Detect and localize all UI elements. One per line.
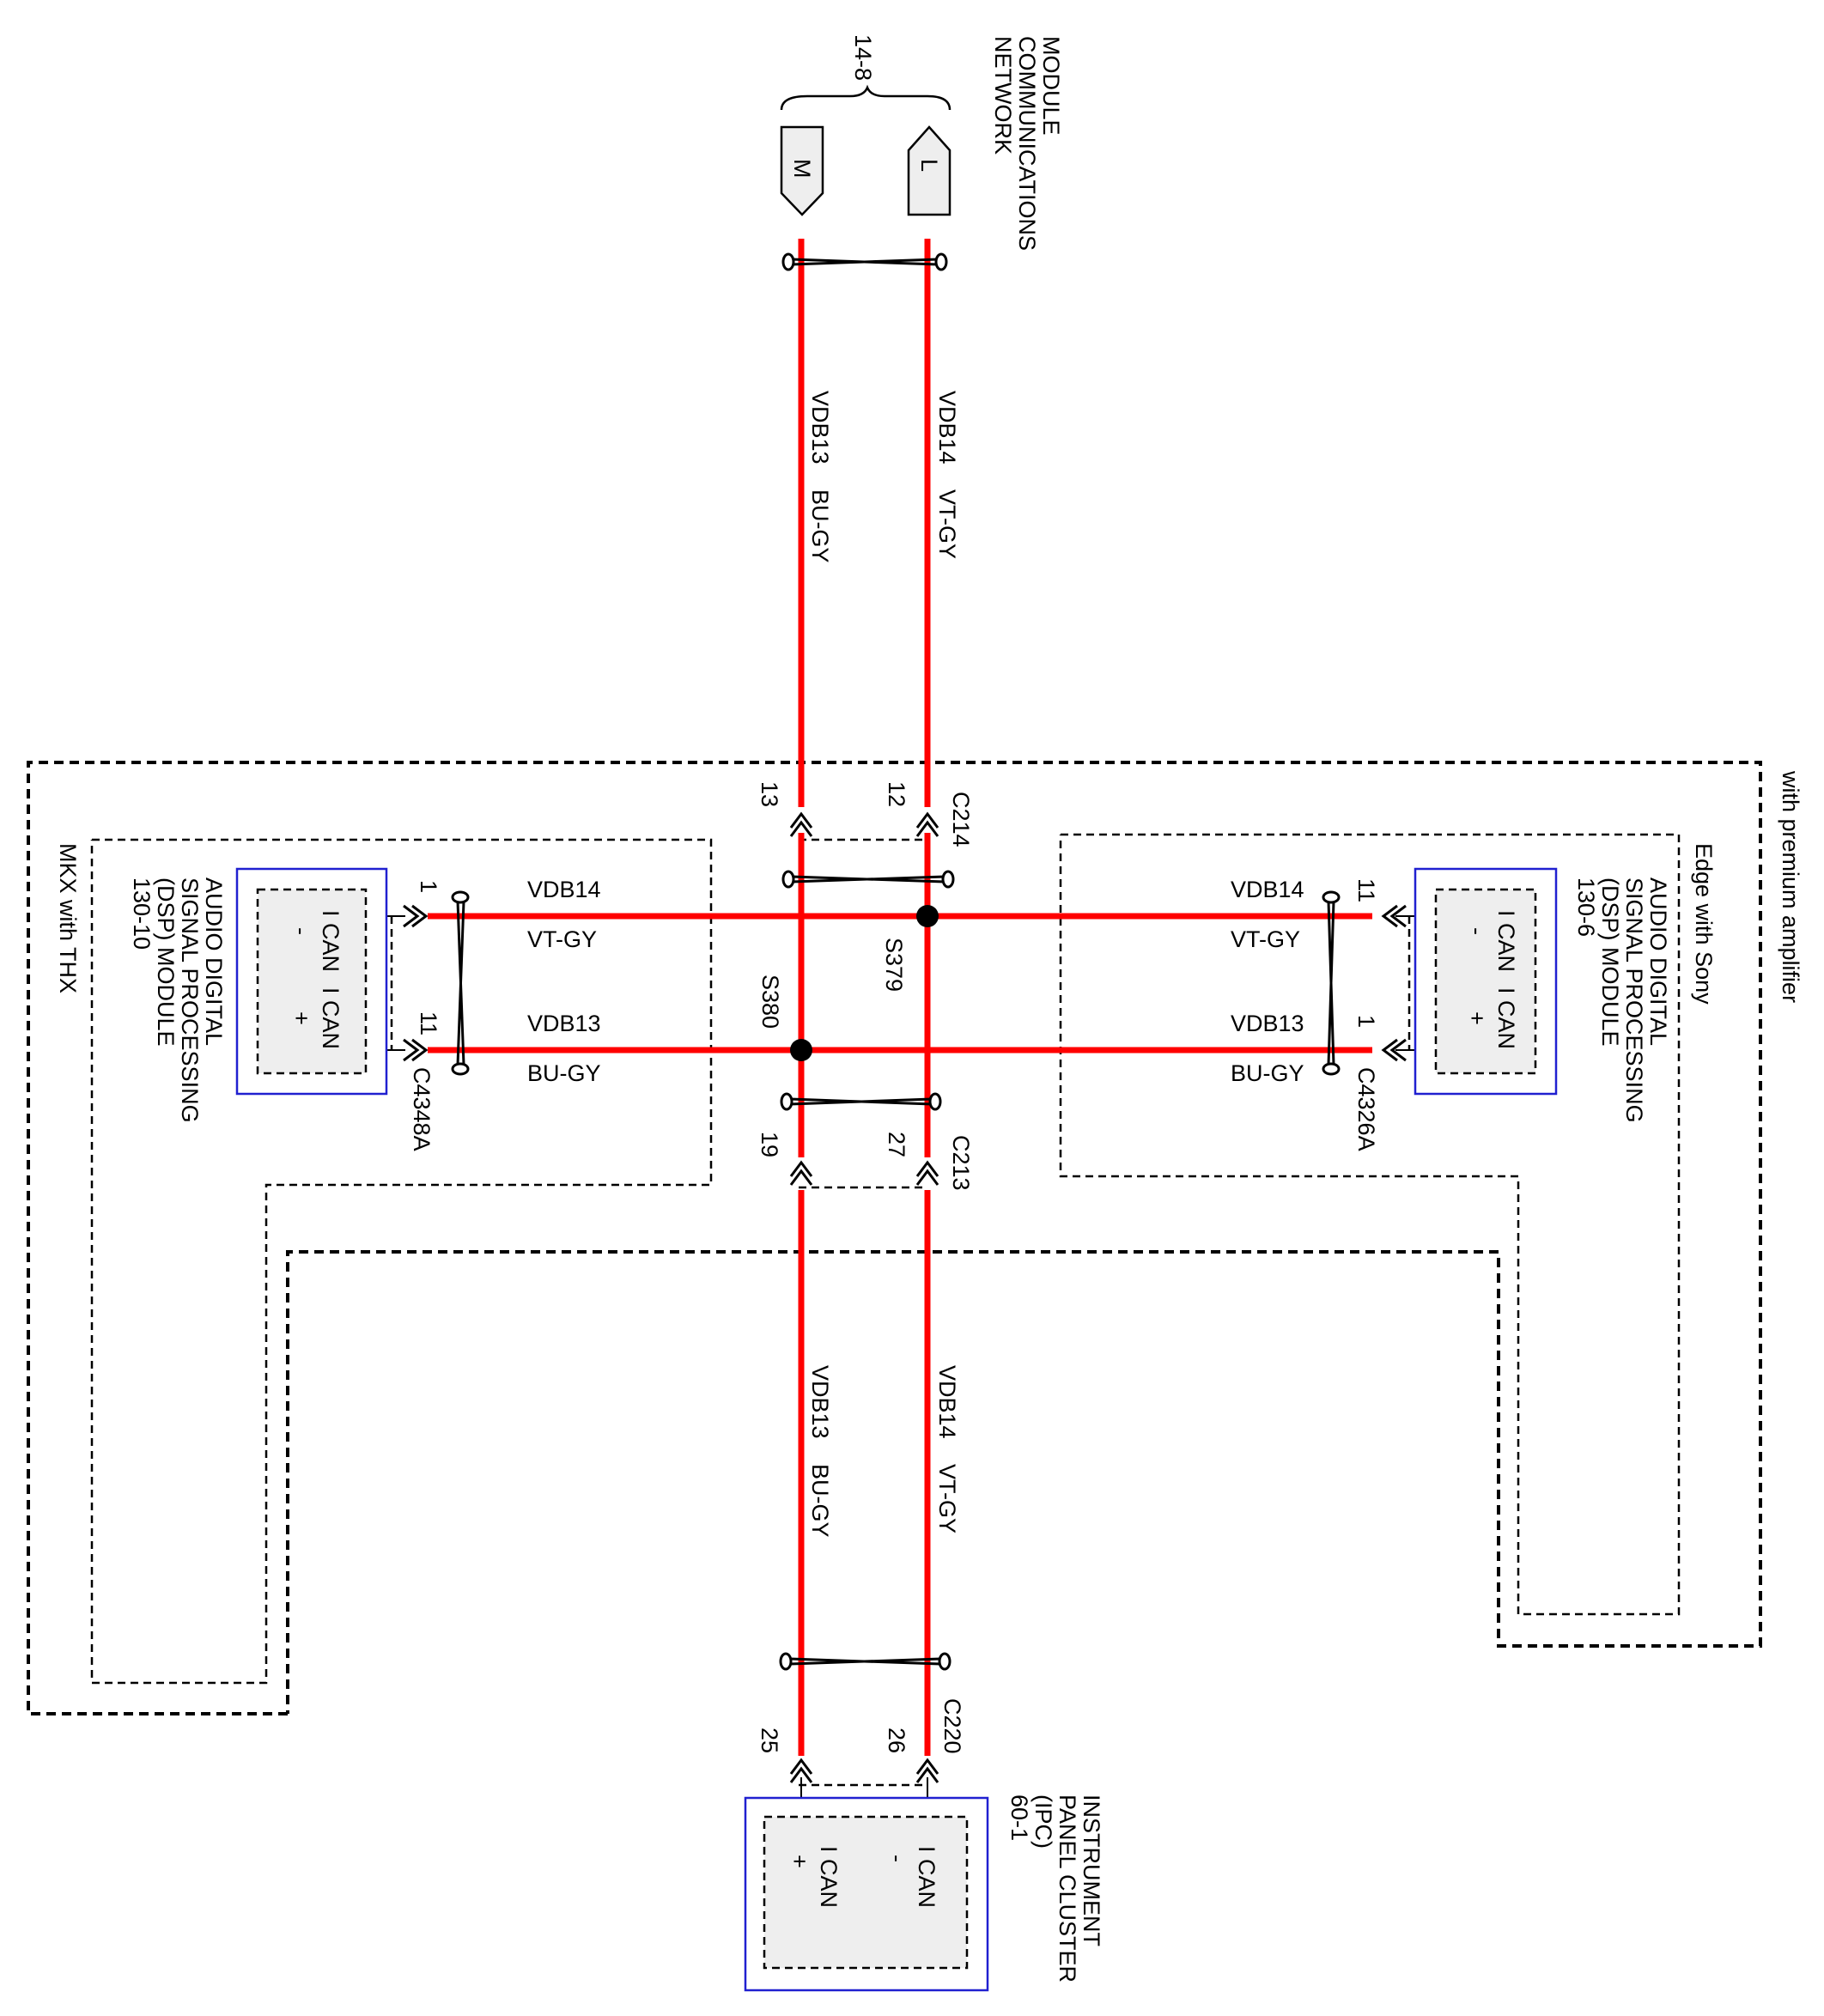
wire-vdb14-bottom-circuit: VDB14: [934, 1365, 960, 1439]
dsp-right-name-line1: AUDIO DIGITAL: [1645, 877, 1671, 1046]
splice-s379-label: S379: [881, 938, 907, 992]
wire-vdb13-top-circuit: VDB13: [807, 391, 833, 465]
ipc-inner: [763, 1815, 969, 1970]
dsp-right-pin-minus: I CAN: [1493, 910, 1519, 972]
network-title-line2: COMMUNICATIONS: [1014, 36, 1040, 251]
ipc-name-line2: PANEL CLUSTER: [1055, 1794, 1080, 1983]
c220-pin-26: 26: [884, 1728, 909, 1753]
twisted-pair-left: [451, 890, 470, 1076]
dsp-right-pin-plus-sign: +: [1464, 1011, 1490, 1025]
dsp-left-ref: 130-10: [129, 877, 155, 950]
splice-s380-dot: [790, 1039, 812, 1061]
wire-vdb13-bottom-circuit: VDB13: [807, 1365, 833, 1439]
c213-name: C213: [948, 1135, 974, 1191]
c214-pin-12: 12: [884, 781, 909, 807]
ipc-ref: 60-1: [1006, 1794, 1032, 1841]
ipc-name-line3: (IPC): [1031, 1794, 1056, 1849]
wire-left-vdb13-circuit: VDB13: [527, 1011, 601, 1036]
dsp-left-pin-plus-sign: +: [289, 1011, 314, 1025]
dsp-right-inner: [1434, 888, 1537, 1075]
c4326a-name: C4326A: [1353, 1067, 1379, 1151]
dsp-left-pin-minus-sign: -: [289, 927, 314, 935]
wire-vdb14-top-color: VT-GY: [934, 489, 960, 559]
twisted-pair-c214: [781, 870, 955, 889]
mkx-thx-boundary: [90, 838, 713, 1685]
c4326a-pin-1: 1: [1353, 1015, 1379, 1028]
c4348a-pin-1: 1: [416, 880, 441, 893]
dsp-left-name-line1: AUDIO DIGITAL: [201, 877, 227, 1046]
connector-l-symbol: [907, 125, 952, 216]
splice-s379-dot: [916, 905, 939, 927]
twisted-pair-right: [1322, 890, 1341, 1076]
dsp-left-name-line2: SIGNAL PROCESSING: [177, 877, 203, 1123]
network-brace: [780, 84, 952, 111]
network-title-line1: MODULE: [1038, 36, 1064, 136]
connector-l-label: L: [916, 159, 942, 172]
option-mkx-thx-label: MKX with THX: [55, 843, 81, 993]
ipc-pin-plus: I CAN: [816, 1846, 842, 1908]
c214-name: C214: [948, 792, 974, 847]
c213-pin-27: 27: [884, 1132, 909, 1157]
option-edge-sony-label: Edge with Sony: [1691, 843, 1717, 1005]
network-title-line3: NETWORK: [990, 36, 1016, 155]
dsp-right-name-line3: (DSP) MODULE: [1597, 877, 1623, 1047]
edge-sony-boundary: [1059, 833, 1681, 1616]
c4348a-name: C4348A: [409, 1067, 435, 1151]
dsp-right-ref: 130-6: [1573, 877, 1599, 937]
c213-pin-19: 19: [757, 1132, 782, 1157]
c4348a-pin-11: 11: [416, 1011, 441, 1035]
dsp-left-pin-minus: I CAN: [318, 910, 344, 972]
c220-name: C220: [939, 1698, 965, 1754]
dsp-right-pin-plus: I CAN: [1493, 987, 1519, 1049]
dsp-left-inner: [256, 888, 368, 1075]
wire-left-vdb14-circuit: VDB14: [527, 877, 601, 902]
wire-right-vdb14-color: VT-GY: [1231, 926, 1300, 952]
ipc-pin-minus-sign: -: [885, 1855, 910, 1862]
wire-vdb13-top-color: BU-GY: [807, 489, 833, 563]
wire-left-vdb13-color: BU-GY: [527, 1060, 601, 1086]
wire-left-vdb14-color: VT-GY: [527, 926, 597, 952]
dsp-right-name-line2: SIGNAL PROCESSING: [1621, 877, 1647, 1123]
twisted-pair-c213: [780, 1092, 942, 1111]
ipc-name-line1: INSTRUMENT: [1079, 1794, 1104, 1946]
wire-right-vdb14-circuit: VDB14: [1231, 877, 1304, 902]
c220-pin-25: 25: [757, 1728, 782, 1753]
connector-m-label: M: [789, 159, 815, 179]
c4326a-pin-11: 11: [1353, 878, 1379, 902]
ipc-pin-plus-sign: +: [787, 1855, 812, 1868]
option-premium-label: with premium amplifier: [1778, 770, 1803, 1003]
twisted-pair-c220: [779, 1652, 952, 1671]
pin-arrows: [403, 811, 1407, 1783]
connector-m-symbol: [780, 125, 824, 216]
dsp-left-name-line3: (DSP) MODULE: [153, 877, 179, 1047]
ipc-pin-minus: I CAN: [914, 1846, 939, 1908]
wire-right-vdb13-color: BU-GY: [1231, 1060, 1304, 1086]
premium-amplifier-boundary: [27, 761, 1762, 1715]
dsp-right-pin-minus-sign: -: [1464, 927, 1490, 935]
wire-vdb13-bottom-color: BU-GY: [807, 1464, 833, 1538]
twisted-pair-top: [781, 252, 948, 271]
wire-right-vdb13-circuit: VDB13: [1231, 1011, 1304, 1036]
dsp-left-pin-plus: I CAN: [318, 987, 344, 1049]
wire-vdb14-bottom-color: VT-GY: [934, 1464, 960, 1533]
network-page-ref: 14-8: [850, 34, 876, 81]
splice-s380-label: S380: [757, 975, 783, 1029]
c214-pin-13: 13: [757, 781, 782, 807]
wire-vdb14-top-circuit: VDB14: [934, 391, 960, 465]
